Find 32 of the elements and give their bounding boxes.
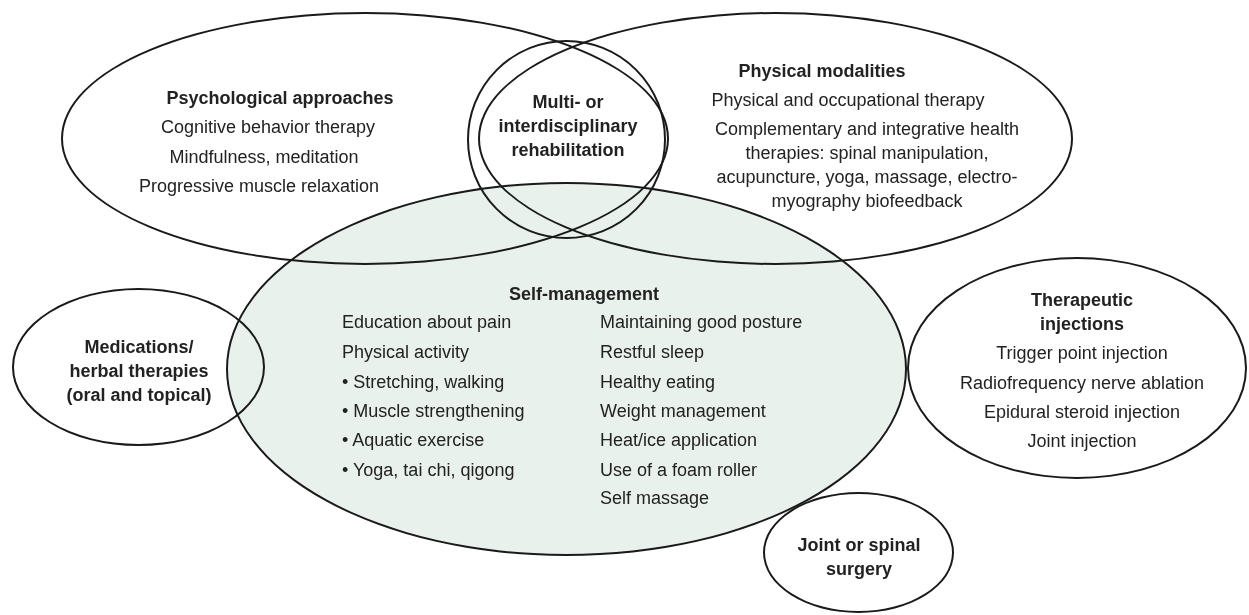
category-ellipse [12, 288, 265, 446]
category-heading: Multi- or interdisciplinary rehabilitation [497, 90, 639, 163]
category-ellipse [907, 257, 1247, 479]
list-item: Trigger point injection [996, 341, 1168, 365]
list-item: • Yoga, tai chi, qigong [342, 458, 515, 482]
list-item: • Muscle strengthening [342, 399, 525, 423]
list-item: • Aquatic exercise [342, 428, 485, 452]
list-item: Radiofrequency nerve ablation [959, 371, 1205, 395]
list-item: Complementary and integrative health therapies: spinal manipulation, acupuncture, yoga, massage, electro-myography biofeedback [713, 117, 1021, 214]
list-item: Self massage [600, 486, 710, 510]
category-heading: Medications/ herbal therapies (oral and topical) [65, 335, 213, 408]
list-item: Cognitive behavior therapy [160, 115, 376, 139]
list-item: Joint injection [1027, 429, 1137, 453]
list-item: Physical and occupational therapy [711, 88, 985, 112]
category-heading: Psychological approaches [166, 86, 394, 110]
list-item: Use of a foam roller [600, 458, 758, 482]
list-item: Restful sleep [600, 340, 705, 364]
category-ellipse [763, 492, 954, 613]
category-heading: Therapeutic injections [1030, 288, 1134, 336]
list-item: Weight management [600, 399, 766, 423]
category-heading: Physical modalities [738, 59, 906, 83]
category-heading: Self-management [509, 282, 659, 306]
list-item: Epidural steroid injection [983, 400, 1181, 424]
list-item: • Stretching, walking [342, 370, 505, 394]
category-heading: Joint or spinal surgery [796, 533, 922, 581]
list-item: Education about pain [342, 310, 512, 334]
list-item: Mindfulness, meditation [169, 145, 359, 169]
list-item: Heat/ice application [600, 428, 758, 452]
list-item: Healthy eating [600, 370, 716, 394]
list-item: Physical activity [342, 340, 470, 364]
list-item: Progressive muscle relaxation [138, 174, 380, 198]
list-item: Maintaining good posture [600, 310, 803, 334]
